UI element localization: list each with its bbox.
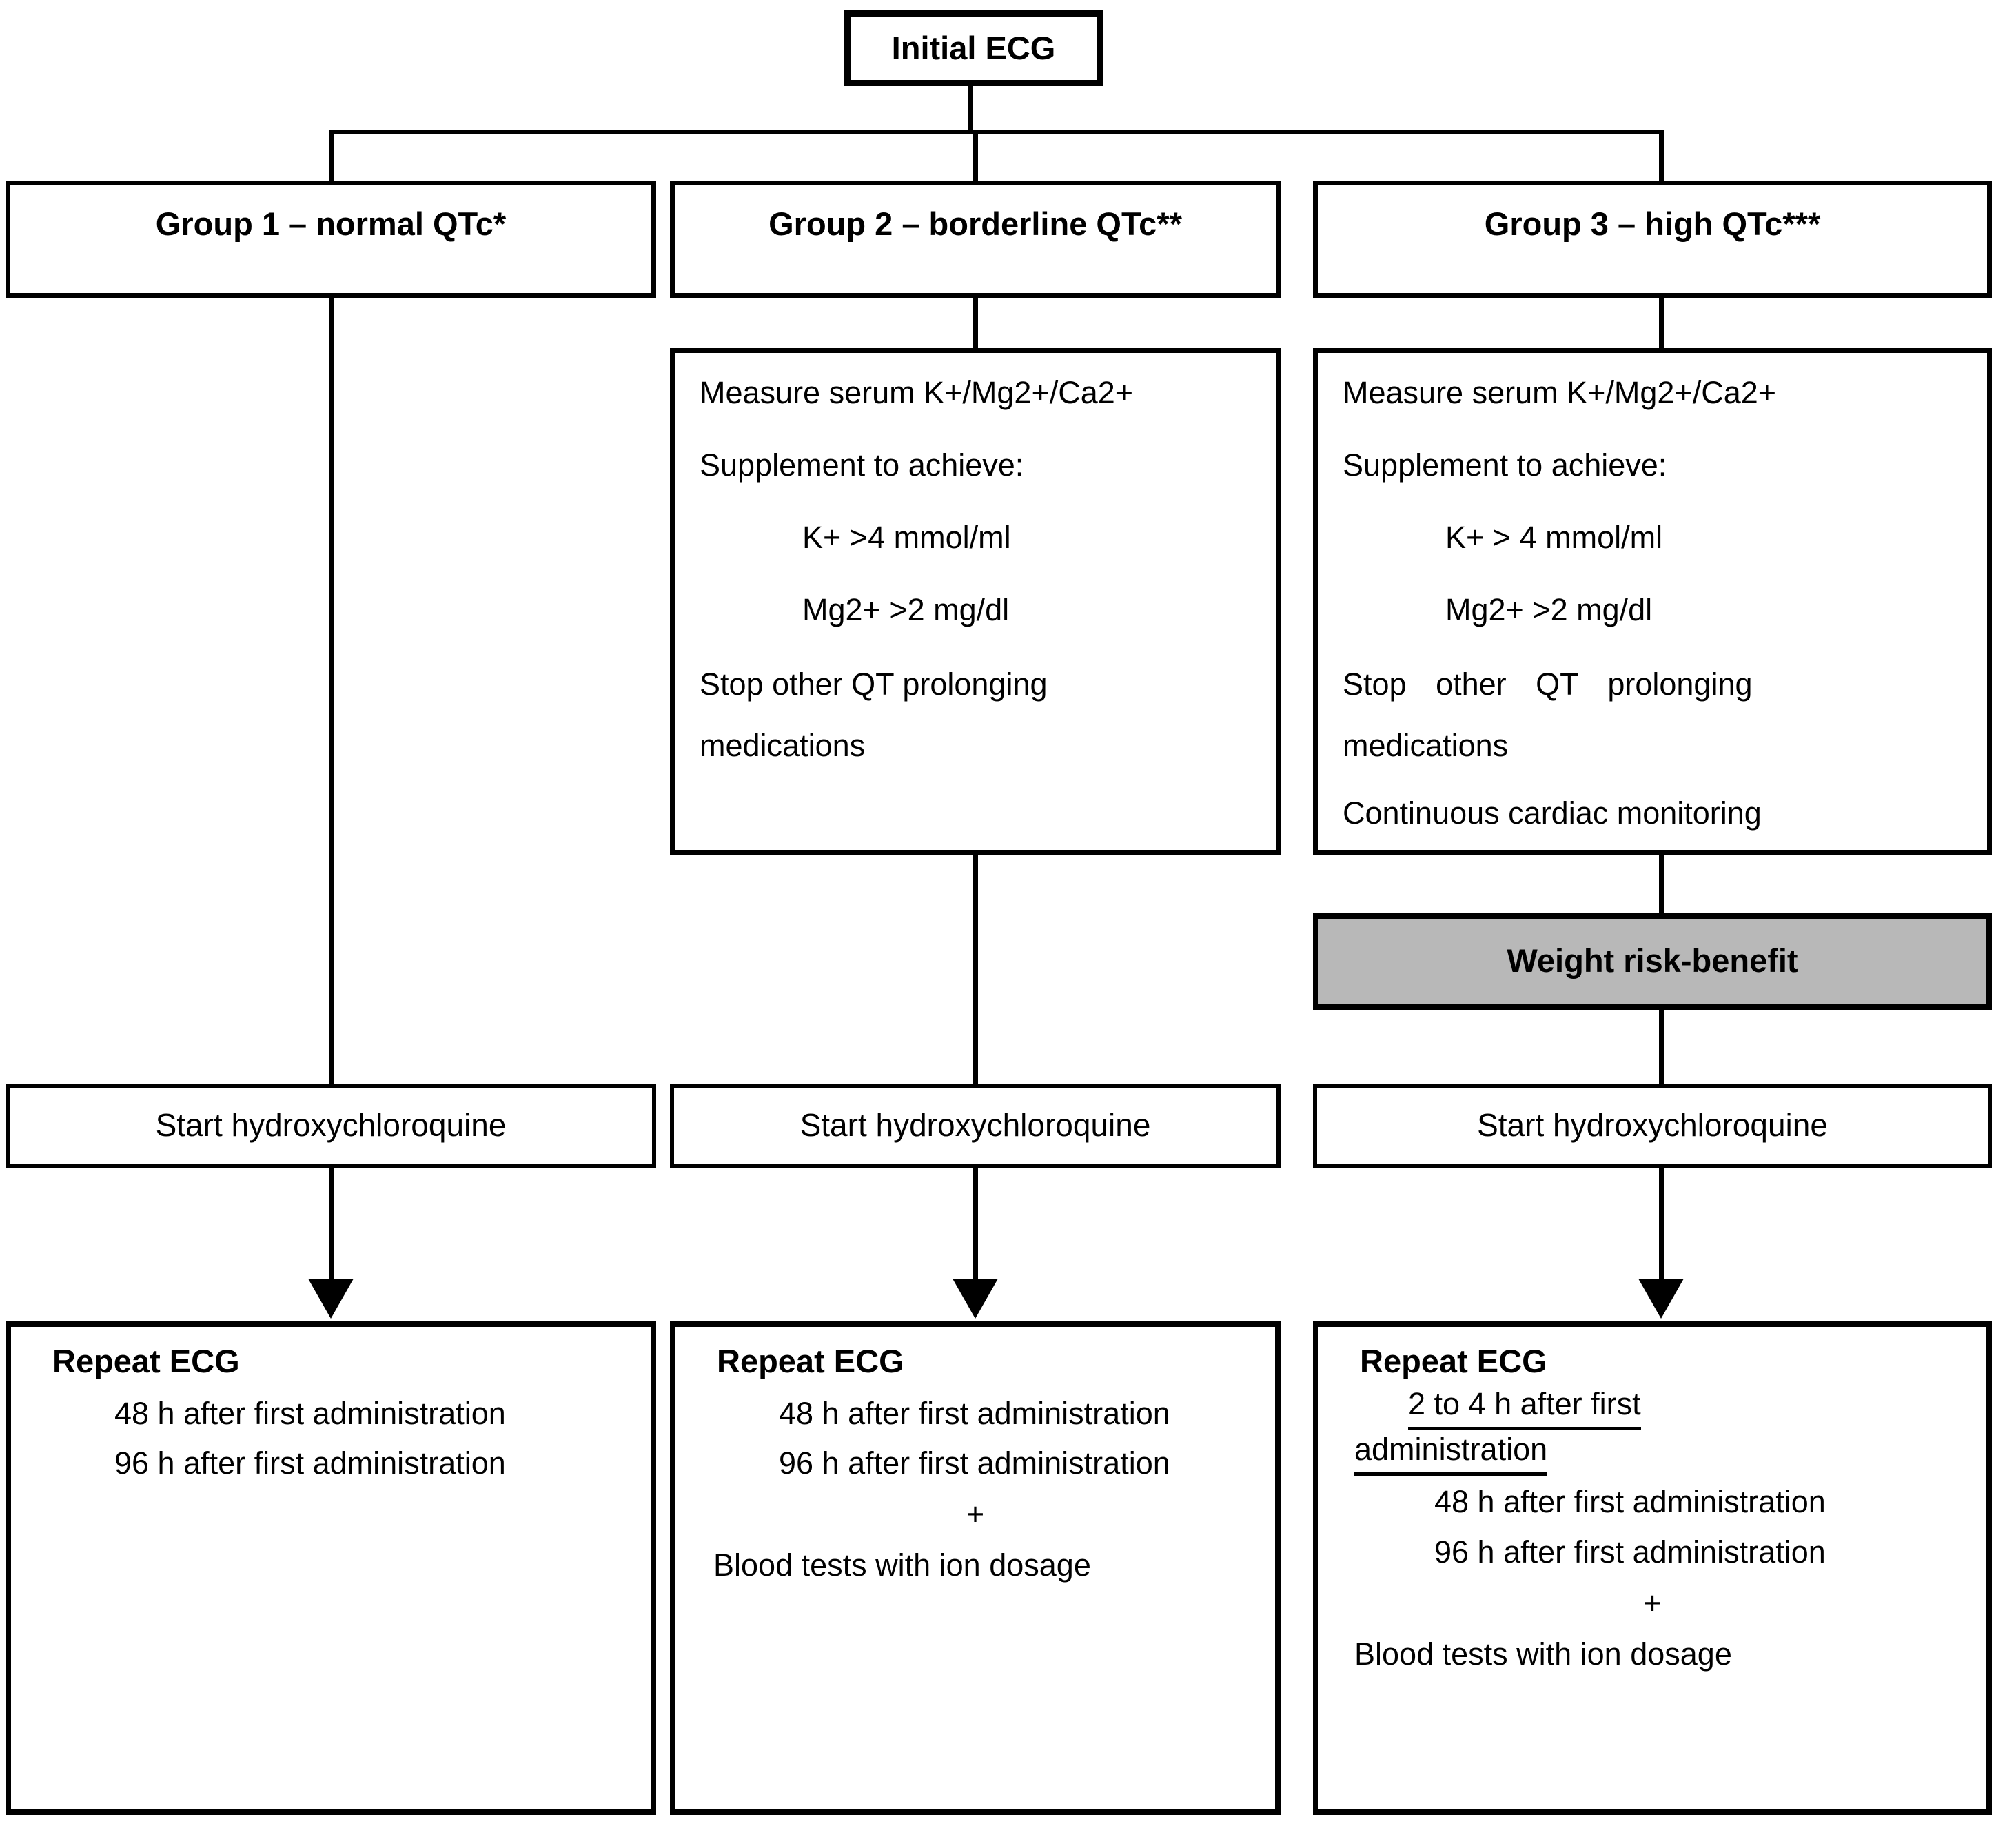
group3-supplement-text: Supplement to achieve: bbox=[1343, 447, 1667, 483]
connector-drop-group2 bbox=[973, 134, 978, 181]
repeat-ecg-title: Repeat ECG bbox=[717, 1343, 904, 1379]
group1-start-box: Start hydroxychloroquine bbox=[6, 1084, 656, 1168]
repeat-96h-text: 96 h after first administration bbox=[114, 1445, 506, 1481]
arrow-shaft-group1 bbox=[329, 1168, 334, 1279]
arrow-shaft-group3 bbox=[1659, 1168, 1664, 1279]
repeat-2to4h-text-2: administration bbox=[1354, 1432, 1548, 1476]
connector-drop-group1 bbox=[329, 134, 334, 181]
connector-initial-stub bbox=[968, 85, 973, 131]
repeat-48h-text: 48 h after first administration bbox=[779, 1396, 1170, 1431]
plus-symbol: + bbox=[966, 1496, 985, 1532]
group3-content-box: Measure serum K+/Mg2+/Ca2+ Supplement to… bbox=[1313, 348, 1992, 855]
repeat-48h-text: 48 h after first administration bbox=[114, 1396, 506, 1431]
group2-header-box: Group 2 – borderline QTc** bbox=[670, 181, 1281, 298]
weight-risk-benefit-box: Weight risk-benefit bbox=[1313, 913, 1992, 1010]
connector-group2-to-content bbox=[973, 298, 978, 348]
connector-risk-to-start bbox=[1659, 1010, 1664, 1084]
repeat-ecg-title: Repeat ECG bbox=[52, 1343, 240, 1379]
plus-symbol: + bbox=[1643, 1585, 1662, 1621]
repeat-2to4h-text: 2 to 4 h after first bbox=[1408, 1386, 1641, 1430]
group2-repeat-ecg-box: Repeat ECG 48 h after first administrati… bbox=[670, 1321, 1281, 1815]
group3-start-box: Start hydroxychloroquine bbox=[1313, 1084, 1992, 1168]
connector-group1-to-start bbox=[329, 298, 334, 1084]
connector-group3-content-to-risk bbox=[1659, 855, 1664, 913]
group2-content-box: Measure serum K+/Mg2+/Ca2+ Supplement to… bbox=[670, 348, 1281, 855]
group3-repeat-ecg-box: Repeat ECG 2 to 4 h after first administ… bbox=[1313, 1321, 1992, 1815]
group3-potassium-text: K+ > 4 mmol/ml bbox=[1445, 520, 1663, 555]
group1-header-box: Group 1 – normal QTc* bbox=[6, 181, 656, 298]
group2-potassium-text: K+ >4 mmol/ml bbox=[802, 520, 1011, 555]
group2-magnesium-text: Mg2+ >2 mg/dl bbox=[802, 592, 1010, 627]
group3-stop-text: Stop other QT prolonging bbox=[1343, 667, 1753, 702]
repeat-96h-text: 96 h after first administration bbox=[1434, 1534, 1826, 1570]
group3-monitoring-text: Continuous cardiac monitoring bbox=[1343, 795, 1762, 831]
arrowhead-down-icon bbox=[308, 1279, 354, 1319]
arrowhead-down-icon bbox=[1638, 1279, 1684, 1319]
group2-stop-text: Stop other QT prolonging bbox=[700, 667, 1048, 702]
arrowhead-down-icon bbox=[953, 1279, 998, 1319]
connector-group2-content-to-start bbox=[973, 855, 978, 1084]
group3-stop-text-2: medications bbox=[1343, 728, 1509, 763]
group3-header-box: Group 3 – high QTc*** bbox=[1313, 181, 1992, 298]
repeat-ecg-title: Repeat ECG bbox=[1360, 1343, 1547, 1379]
group3-measure-text: Measure serum K+/Mg2+/Ca2+ bbox=[1343, 375, 1777, 410]
blood-tests-text: Blood tests with ion dosage bbox=[713, 1547, 1091, 1583]
group2-start-box: Start hydroxychloroquine bbox=[670, 1084, 1281, 1168]
arrow-shaft-group2 bbox=[973, 1168, 978, 1279]
repeat-96h-text: 96 h after first administration bbox=[779, 1445, 1170, 1481]
group2-stop-text-2: medications bbox=[700, 728, 866, 763]
connector-group3-to-content bbox=[1659, 298, 1664, 348]
group3-magnesium-text: Mg2+ >2 mg/dl bbox=[1445, 592, 1653, 627]
connector-drop-group3 bbox=[1659, 134, 1664, 181]
initial-ecg-box: Initial ECG bbox=[844, 10, 1103, 86]
group1-repeat-ecg-box: Repeat ECG 48 h after first administrati… bbox=[6, 1321, 656, 1815]
group2-measure-text: Measure serum K+/Mg2+/Ca2+ bbox=[700, 375, 1134, 410]
connector-horizontal-bar bbox=[329, 130, 1664, 134]
repeat-48h-text: 48 h after first administration bbox=[1434, 1484, 1826, 1519]
group2-supplement-text: Supplement to achieve: bbox=[700, 447, 1024, 483]
blood-tests-text: Blood tests with ion dosage bbox=[1354, 1636, 1732, 1672]
